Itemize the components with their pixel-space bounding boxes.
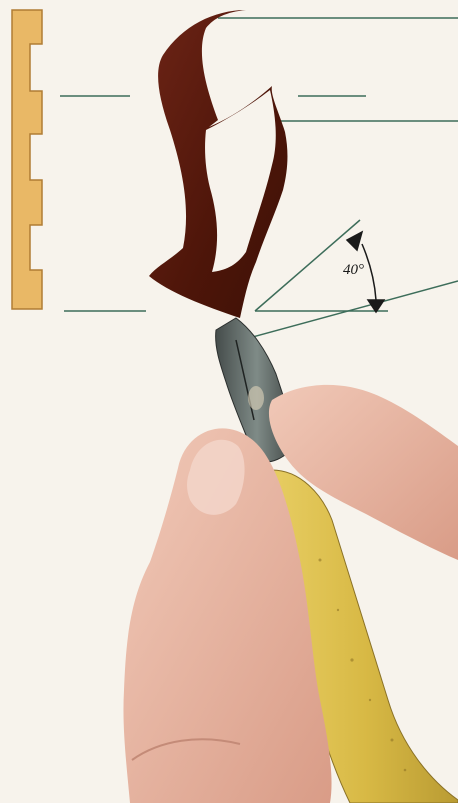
angle-label: 40°	[343, 262, 364, 279]
nib-reservoir	[248, 386, 264, 410]
